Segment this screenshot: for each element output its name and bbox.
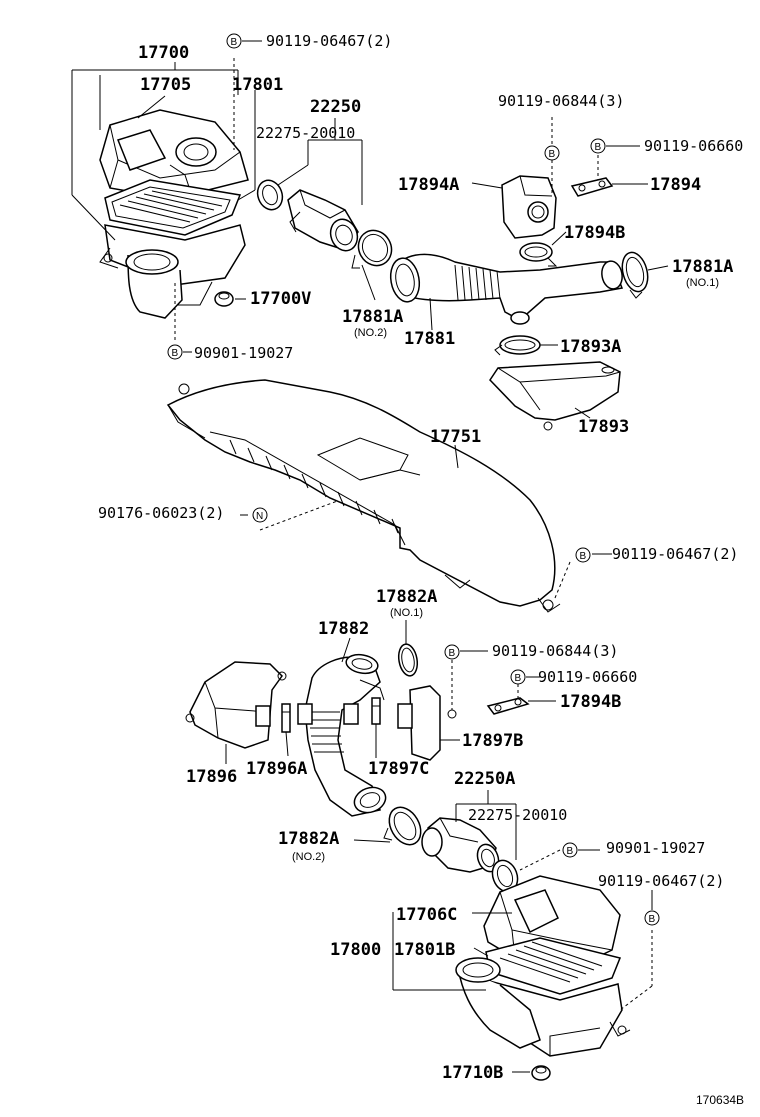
label-flow-meter-lower: 22250A <box>454 769 515 789</box>
clamp-17894b-drawing <box>519 231 567 267</box>
label-clamp-left-note: (NO.2) <box>354 327 387 339</box>
label-clamp-lower: 17893A <box>560 337 621 357</box>
flow-meter-upper-drawing <box>256 179 359 252</box>
resonator-17897b-drawing <box>397 685 460 761</box>
air-cleaner-lower-leaders <box>392 849 653 1073</box>
label-pin-left: 17896A <box>246 759 307 779</box>
label-bolt-b-lower: 90119-06467(2) <box>598 872 724 890</box>
label-resonator-bracket: 17894A <box>398 175 459 195</box>
svg-text:B: B <box>172 348 179 359</box>
label-nut-left: 90176-06023(2) <box>98 504 224 522</box>
label-air-cleaner-assy-lower: 17800 <box>330 940 381 960</box>
svg-text:B: B <box>515 673 522 684</box>
svg-text:B: B <box>549 149 556 160</box>
label-element-upper: 17801 <box>232 75 283 95</box>
bolt-symbol-top: B <box>226 33 242 49</box>
label-pin-right: 17897C <box>368 759 429 779</box>
clamp-17882a-bottom-drawing <box>353 806 422 846</box>
label-clamp-b: 17894B <box>564 223 625 243</box>
bolt-symbol-bracket-qty-upper: B <box>544 145 560 161</box>
bolt-symbol-bracket-single-upper: B <box>590 138 606 154</box>
clamp-17881a-right-drawing <box>621 251 669 299</box>
label-air-cleaner-assy-upper: 17700 <box>138 43 189 63</box>
label-bracket-upper: 17894 <box>650 175 701 195</box>
svg-text:N: N <box>256 511 263 522</box>
label-bolt-bracket-single-upper: 90119-06660 <box>644 137 743 155</box>
label-clamp-top-note: (NO.1) <box>390 607 423 619</box>
flow-meter-upper-leaders <box>277 118 363 205</box>
label-clamp-left: 17881A <box>342 307 403 327</box>
bolt-symbol-bottom-upper: B <box>167 344 183 360</box>
resonator-17893-drawing <box>489 361 621 431</box>
label-grommet-upper: 17700V <box>250 289 311 309</box>
label-clamp-bottom: 17882A <box>278 829 339 849</box>
label-bolt-right: 90119-06467(2) <box>612 545 738 563</box>
clamp-17893a-drawing <box>494 335 558 356</box>
svg-text:B: B <box>567 846 574 857</box>
svg-text:B: B <box>649 914 656 925</box>
label-bolt-top: 90119-06467(2) <box>266 32 392 50</box>
bracket-17894-upper-drawing <box>570 177 648 197</box>
svg-text:B: B <box>449 648 456 659</box>
label-duct: 17751 <box>430 427 481 447</box>
label-case-sub: 17705 <box>140 75 191 95</box>
label-resonator-left: 17896 <box>186 767 237 787</box>
bracket-bolt-leaders-upper <box>551 117 640 195</box>
air-duct-17751-drawing <box>166 379 561 613</box>
bolt-symbol-bracket-qty-lower: B <box>444 644 460 660</box>
clamp-17882a-top-drawing <box>397 620 419 677</box>
label-hose-upper: 17881 <box>404 329 455 349</box>
air-cleaner-upper-leaders <box>71 58 256 340</box>
label-clamp-top-lower: 17882A <box>376 587 437 607</box>
flow-meter-lower-leaders <box>455 790 517 860</box>
hose-17881-drawing <box>389 253 624 331</box>
label-hose-lower: 17882 <box>318 619 369 639</box>
resonator-17896-drawing <box>185 661 287 764</box>
svg-text:B: B <box>231 37 238 48</box>
label-gasket-lower: 22275-20010 <box>468 806 567 824</box>
label-resonator: 17893 <box>578 417 629 437</box>
duct-bolt-leaders <box>554 553 612 599</box>
bolt-symbol-bracket-single-lower: B <box>510 669 526 685</box>
bolt-symbol-b-lower: B <box>644 910 660 926</box>
label-clamp-right-note: (NO.1) <box>686 277 719 289</box>
bracket-bolt-leaders-lower <box>451 650 540 710</box>
drawing-reference: 170634B <box>696 1093 744 1107</box>
label-clamp-bottom-note: (NO.2) <box>292 851 325 863</box>
resonator-17894a-drawing <box>471 175 557 239</box>
svg-text:B: B <box>595 142 602 153</box>
nut-symbol: N <box>252 507 268 523</box>
label-bolt-bracket-qty-lower: 90119-06844(3) <box>492 642 618 660</box>
flow-meter-lower-drawing <box>421 817 500 873</box>
air-cleaner-lower-drawing <box>455 875 631 1081</box>
label-bolt-bottom: 90901-19027 <box>194 344 293 362</box>
bracket-lower-drawing <box>486 697 556 715</box>
pin-17897c-drawing <box>371 697 381 758</box>
label-clamp-right: 17881A <box>672 257 733 277</box>
label-gasket-upper: 22275-20010 <box>256 124 355 142</box>
bolt-symbols: B B B B N B B B B B <box>167 33 660 926</box>
label-element-lower: 17801B <box>394 940 455 960</box>
label-grommet-lower: 17710B <box>442 1063 503 1083</box>
symbol-leaders <box>183 40 653 910</box>
label-bracket-lower: 17894B <box>560 692 621 712</box>
bolt-symbol-duct-right: B <box>575 547 591 563</box>
air-cleaner-upper-drawing <box>99 109 249 319</box>
svg-text:B: B <box>580 551 587 562</box>
label-bolt-bracket-qty-upper: 90119-06844(3) <box>498 92 624 110</box>
bolt-symbol-a-lower: B <box>562 842 578 858</box>
clamp-17881a-left-drawing <box>351 229 393 301</box>
hose-17882-drawing <box>297 637 387 817</box>
label-flow-meter-upper: 22250 <box>310 97 361 117</box>
pin-17896a-drawing <box>281 703 291 757</box>
label-cap: 17706C <box>396 905 457 925</box>
label-bolt-bracket-single-lower: 90119-06660 <box>538 668 637 686</box>
label-resonator-right: 17897B <box>462 731 523 751</box>
label-bolt-a-lower: 90901-19027 <box>606 839 705 857</box>
nut-leader-dash <box>259 499 341 531</box>
